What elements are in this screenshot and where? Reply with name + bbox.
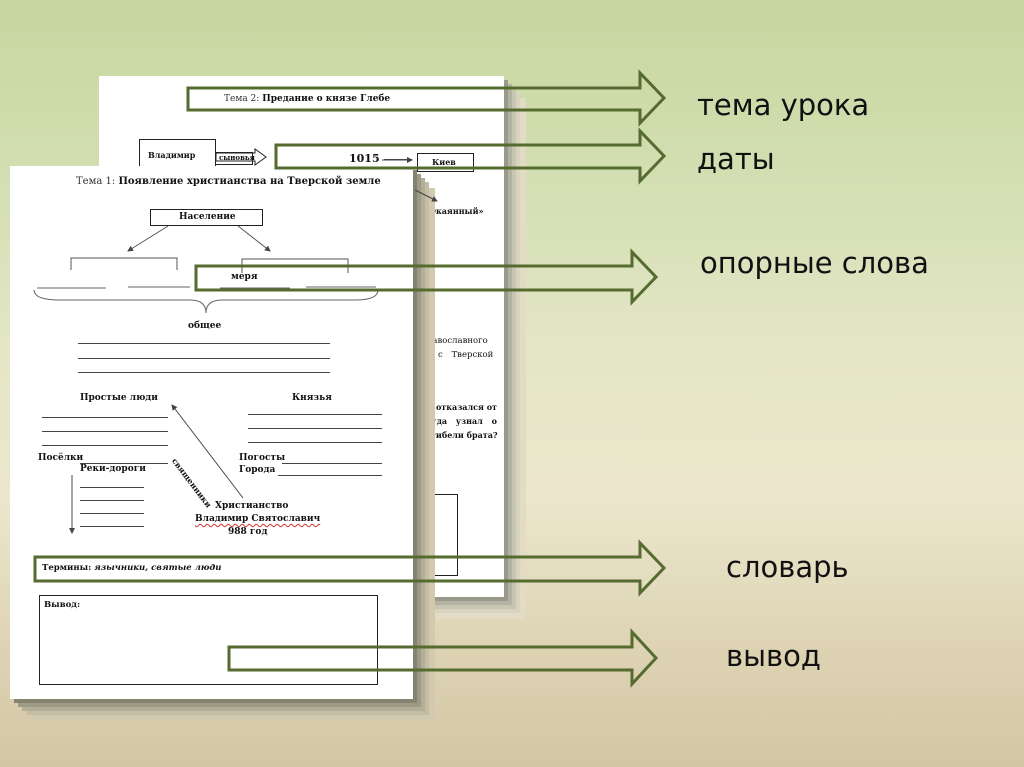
front-title: Тема 1: Появление христианства на Тверск… — [76, 176, 381, 187]
label-glossary: словарь — [726, 550, 849, 584]
princes-line-2 — [248, 428, 382, 429]
kiev-box-label: Киев — [432, 157, 456, 167]
worksheet-page-1: Тема 1: Появление христианства на Тверск… — [10, 166, 413, 699]
back-question-line-2: , когда узнал о — [409, 416, 497, 426]
common-line-2 — [78, 358, 330, 359]
terms-label: Термины: — [42, 563, 92, 573]
front-title-prefix: Тема 1: — [76, 176, 116, 187]
people-line-1 — [42, 417, 168, 418]
label-topic: тема урока — [697, 88, 870, 122]
year-1015: 1015 — [349, 152, 380, 165]
conclusion-label: Вывод: — [44, 600, 81, 610]
okayanny-label: «Окаянный» — [424, 206, 484, 216]
sons-arrow: сыновья — [215, 152, 255, 165]
pogosts-label: Погосты — [239, 453, 286, 463]
population-box-label: Население — [179, 212, 236, 222]
cities-label: Города — [239, 465, 276, 475]
rivers-line-2 — [80, 500, 144, 501]
back-title: Тема 2: Предание о князе Глебе — [224, 94, 390, 104]
back-question-line-1: еб не отказался от — [409, 402, 497, 412]
rivers-roads-label: Реки-дороги — [80, 464, 146, 474]
label-keywords: опорные слова — [700, 246, 929, 280]
back-question-line-3: да и гибели брата? — [409, 430, 498, 440]
common-label: общее — [188, 321, 222, 331]
terms-values: язычники, святые люди — [93, 563, 222, 573]
common-line-1 — [78, 343, 330, 344]
kiev-box: Киев — [417, 153, 474, 172]
year-arrow-line — [384, 159, 412, 160]
vladimir-box-label: Владимир — [148, 150, 196, 160]
rivers-line-4 — [80, 526, 144, 527]
princes-line-3 — [248, 442, 382, 443]
merya-label: меря — [231, 272, 258, 282]
christianity-label: Христианство — [215, 501, 289, 511]
common-line-3 — [78, 372, 330, 373]
vladimir-svyatoslavich-label: Владимир Святославич — [195, 514, 320, 524]
front-title-text: Появление христианства на Тверской земле — [118, 176, 381, 187]
label-dates: даты — [697, 142, 775, 176]
rivers-line-1 — [80, 487, 144, 488]
label-conclusion: вывод — [726, 639, 821, 673]
conclusion-box: Вывод: — [39, 595, 378, 685]
back-text-line-2: ного с Тверской — [409, 350, 494, 360]
vladimir-name: Владимир Святославич — [195, 514, 321, 524]
terms-line: Термины: язычники, святые люди — [42, 563, 221, 573]
question-mark: ? — [417, 296, 422, 306]
common-people-label: Простые люди — [80, 393, 158, 403]
sons-arrow-label: сыновья — [219, 153, 255, 162]
pogosts-line — [282, 463, 382, 464]
priests-label: священники — [170, 456, 214, 510]
princes-line-1 — [248, 414, 382, 415]
people-line-3 — [42, 445, 168, 446]
vladimir-box: Владимир — [139, 139, 216, 171]
population-box: Население — [150, 209, 263, 226]
settlements-line — [80, 463, 168, 464]
back-title-prefix: Тема 2: — [224, 94, 260, 104]
people-line-2 — [42, 431, 168, 432]
year-988-label: 988 год — [228, 527, 268, 537]
rivers-line-3 — [80, 513, 144, 514]
back-text-line-1: го православного — [409, 336, 488, 346]
back-title-text: Предание о князе Глебе — [262, 94, 391, 104]
princes-label: Князья — [292, 393, 332, 403]
settlements-label: Посёлки — [38, 453, 84, 463]
cities-line — [278, 475, 382, 476]
